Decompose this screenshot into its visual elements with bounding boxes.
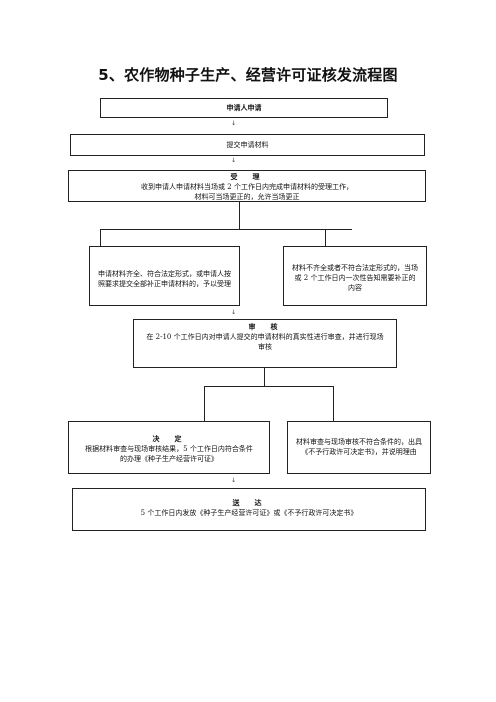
connector-line [325, 229, 326, 252]
deliver-box: 送 达 5 个工作日内发放《种子生产经营许可证》或《不予行政许可决定书》 [72, 488, 426, 531]
reject-text-1: 材料审查与现场审核不符合条件的，出具 [296, 438, 422, 446]
arrow-icon: ↓ [231, 477, 237, 484]
connector-line [100, 229, 101, 252]
complete-text-1: 申请材料齐全、符合法定形式，或申请人按 [98, 270, 231, 278]
submit-label: 提交申请材料 [226, 141, 269, 149]
deliver-text-1: 5 个工作日内发放《种子生产经营许可证》或《不予行政许可决定书》 [140, 509, 358, 517]
submit-box: 提交申请材料 [70, 134, 425, 156]
apply-label: 申请人申请 [226, 104, 262, 112]
review-box: 审 核 在 2-10 个工作日内对申请人提交的申请材料的真实性进行审查，并进行现… [133, 319, 397, 368]
incomplete-text-1: 材料不齐全或者不符合法定形式的，当场 [292, 264, 418, 272]
arrow-icon: ↓ [231, 157, 237, 164]
connector-line [204, 386, 205, 422]
complete-text-2: 照要求提交全部补正申请材料的，予以受理 [98, 280, 231, 288]
accept-text-1: 收到申请人申请材料当场或 2 个工作日内完成申请材料的受理工作， [141, 183, 353, 191]
decide-box: 决 定 根据材料审查与现场审核结果，5 个工作日内符合条件 的办理《种子生产经营… [68, 421, 270, 474]
arrow-icon: ↓ [231, 309, 237, 316]
page-title: 5、农作物种子生产、经营许可证核发流程图 [98, 66, 398, 84]
arrow-icon: ↓ [231, 120, 237, 127]
decide-heading: 决 定 [152, 435, 186, 443]
connector-line [204, 386, 334, 387]
deliver-heading: 送 达 [232, 499, 266, 507]
reject-text-2: 《不予行政许可决定书》，并说明理由 [301, 448, 417, 456]
incomplete-text-3: 内容 [348, 284, 362, 292]
reject-box: 材料审查与现场审核不符合条件的，出具 《不予行政许可决定书》，并说明理由 [287, 421, 431, 474]
connector-line [333, 386, 334, 422]
review-text-2: 审核 [258, 343, 272, 351]
apply-box: 申请人申请 [100, 98, 388, 118]
review-text-1: 在 2-10 个工作日内对申请人提交的申请材料的真实性进行审查，并进行现场 [146, 333, 384, 341]
decide-text-1: 根据材料审查与现场审核结果，5 个工作日内符合条件 [85, 445, 253, 453]
complete-box: 申请材料齐全、符合法定形式，或申请人按 照要求提交全部补正申请材料的，予以受理 [89, 246, 240, 306]
connector-line [239, 202, 240, 229]
accept-box: 受 理 收到申请人申请材料当场或 2 个工作日内完成申请材料的受理工作， 材料可… [68, 170, 426, 202]
connector-line [100, 229, 352, 230]
incomplete-text-2: 或 2 个工作日内一次性告知需要补正的 [294, 274, 416, 282]
review-heading: 审 核 [248, 323, 282, 331]
incomplete-box: 材料不齐全或者不符合法定形式的，当场 或 2 个工作日内一次性告知需要补正的 内… [283, 246, 427, 306]
accept-text-2: 材料可当场更正的，允许当场更正 [194, 193, 300, 201]
connector-line [264, 368, 265, 386]
decide-text-2: 的办理《种子生产经营许可证》 [120, 455, 218, 463]
accept-heading: 受 理 [230, 173, 264, 181]
